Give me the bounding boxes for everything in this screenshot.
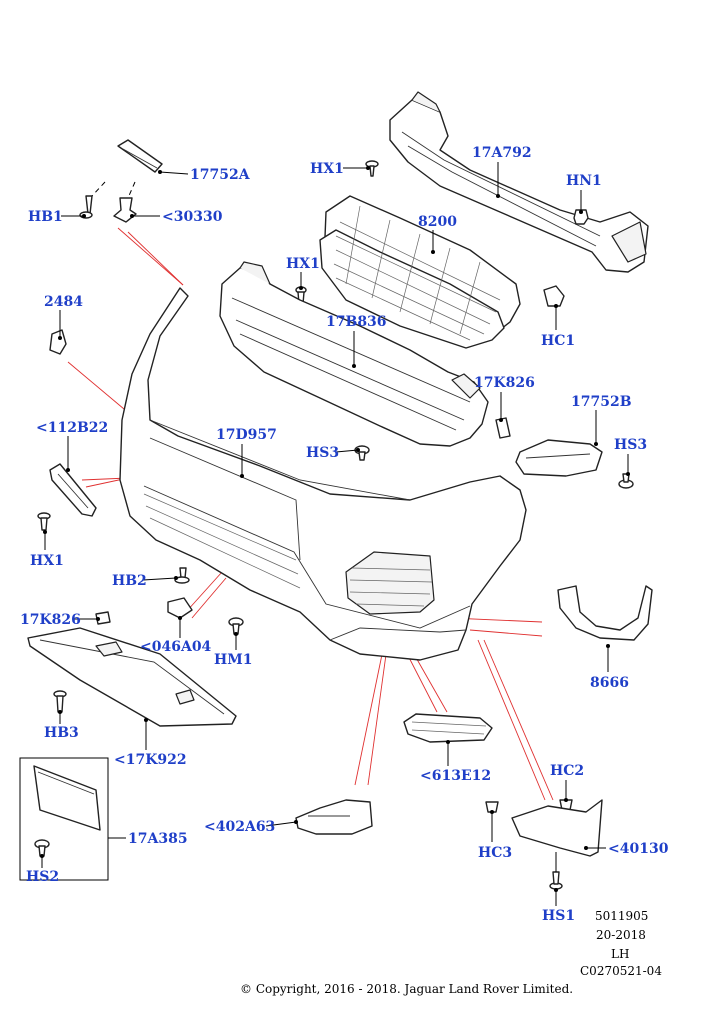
callout-8666: 8666 [590, 675, 629, 691]
callout-8200: 8200 [418, 214, 457, 230]
callout-hx1-left: HX1 [30, 553, 64, 569]
part-8200-grille [319, 195, 521, 349]
part-17K826-right [495, 417, 511, 439]
screw-hs3-right [618, 473, 634, 489]
meta-line-4: C0270521-04 [580, 964, 662, 978]
callout-046A04: <046A04 [140, 639, 212, 655]
screw-hs1 [549, 871, 563, 890]
callout-hs1: HS1 [542, 908, 575, 924]
callout-17B836: 17B836 [326, 314, 387, 330]
callout-hb3: HB3 [44, 725, 79, 741]
part-17K922-undertray [27, 627, 237, 727]
clip-30330 [113, 197, 137, 223]
callout-hs3-right: HS3 [614, 437, 647, 453]
callout-hc1: HC1 [541, 333, 575, 349]
part-40130-bracket [511, 799, 603, 857]
part-17D957-bumper-cover [119, 287, 527, 661]
callout-17A792: 17A792 [472, 145, 532, 161]
meta-line-2: 20-2018 [596, 928, 646, 942]
fastener-hm1 [228, 617, 244, 635]
part-402A63-fog-lamp [295, 799, 373, 835]
callout-hm1: HM1 [214, 652, 252, 668]
fastener-hx1-left [37, 512, 51, 531]
callout-17D957: 17D957 [216, 427, 277, 443]
callout-112B22: <112B22 [36, 420, 108, 436]
callout-hs2: HS2 [26, 869, 59, 885]
fastener-hx1-top [365, 160, 379, 177]
clip-hc3 [485, 801, 499, 813]
callout-hb1: HB1 [28, 209, 63, 225]
callout-labels: 17752A <30330 HB1 HX1 17A792 HN1 8200 HX… [20, 145, 669, 924]
bolt-hb3 [53, 690, 67, 713]
part-613E12-grille [403, 713, 493, 743]
callout-17K922: <17K922 [114, 752, 187, 768]
callout-40130: <40130 [608, 841, 669, 857]
screw-hs2 [34, 839, 50, 857]
part-2484-bracket [49, 329, 67, 355]
bolt-hb2 [174, 567, 190, 584]
drawing-meta: 5011905 20-2018 LH C0270521-04 [580, 909, 662, 978]
callout-hx1-mid: HX1 [286, 256, 320, 272]
callout-17K826-right: 17K826 [474, 375, 535, 391]
callout-2484: 2484 [44, 294, 83, 310]
callout-hs3-mid: HS3 [306, 445, 339, 461]
part-8666-arch-trim [557, 585, 653, 641]
callout-17K826-left: 17K826 [20, 612, 81, 628]
screw-hs3-mid [354, 445, 370, 461]
meta-line-3: LH [611, 947, 629, 961]
callout-613E12: <613E12 [420, 768, 491, 784]
callout-hc2: HC2 [550, 763, 584, 779]
callout-17752B: 17752B [571, 394, 632, 410]
bolt-hb1 [79, 195, 93, 219]
meta-line-1: 5011905 [595, 909, 648, 923]
nut-hn1 [573, 209, 589, 225]
callout-402A63: <402A63 [204, 819, 275, 835]
part-17752B-trim [515, 439, 603, 477]
leader-lines [40, 162, 630, 906]
callout-hb2: HB2 [112, 573, 147, 589]
callout-hc3: HC3 [478, 845, 512, 861]
copyright-notice: © Copyright, 2016 - 2018. Jaguar Land Ro… [240, 982, 573, 996]
clip-hc1 [543, 285, 565, 307]
part-17752A-bracket [117, 139, 163, 173]
callout-17A385: 17A385 [128, 831, 188, 847]
callout-17752A: 17752A [190, 167, 251, 183]
callout-30330: <30330 [162, 209, 223, 225]
part-046A04-bracket [167, 597, 193, 619]
part-17A792-beam [389, 91, 649, 273]
callout-hx1-top: HX1 [310, 161, 344, 177]
callout-hn1: HN1 [566, 173, 602, 189]
part-17A385-plate-bracket [19, 757, 109, 881]
part-112B22-bracket [49, 463, 97, 517]
